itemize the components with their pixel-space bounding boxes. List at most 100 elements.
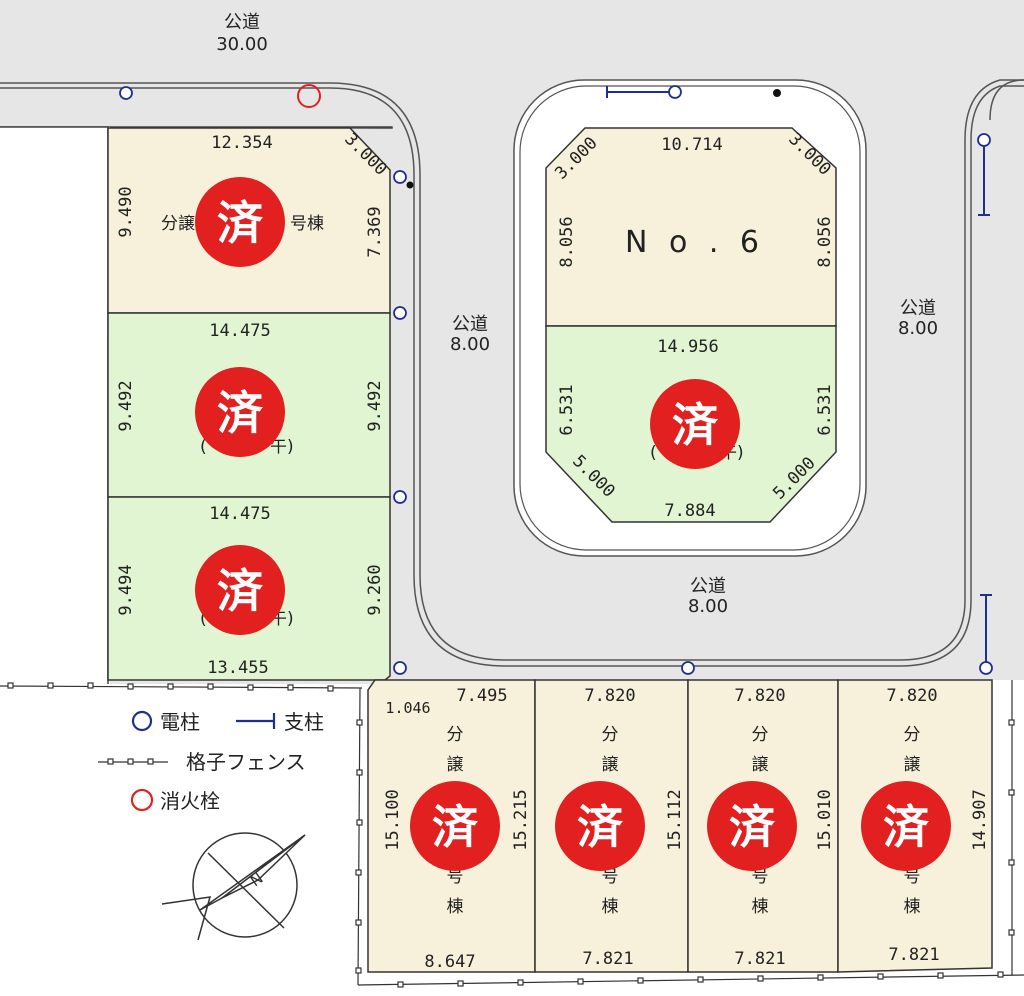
lot-b1-char3: 号 — [447, 867, 464, 887]
sold-badge: 済 — [650, 379, 740, 469]
compass-icon — [161, 832, 306, 941]
road-right-name: 公道 — [900, 298, 936, 319]
legend-hydrant-label: 消火栓 — [160, 789, 220, 813]
sold-badge-text: 済 — [729, 800, 776, 854]
sold-badge-text: 済 — [883, 800, 930, 854]
lot-b4-char1: 分 — [904, 725, 921, 745]
lattice-fence-left — [0, 682, 363, 692]
road-top-name: 公道 — [224, 12, 260, 33]
lot-b1-top-dim: 7.495 — [456, 686, 507, 706]
lattice-fence-lot-left — [355, 687, 363, 986]
road-middle-width: 8.00 — [450, 334, 490, 355]
pole-icon — [681, 661, 695, 675]
pole-icon — [977, 133, 991, 147]
lot-a2-note-right: 午) — [270, 437, 294, 457]
lot-b1-right-dim: 15.215 — [511, 789, 531, 850]
road-middle-name: 公道 — [452, 314, 488, 335]
lot-a2-right-dim: 9.492 — [365, 380, 385, 431]
road-curb-inner — [0, 85, 1024, 667]
legend-hydrant-icon — [130, 788, 154, 812]
lot-a3-right-dim: 9.260 — [365, 564, 385, 615]
sold-badge-text: 済 — [432, 800, 479, 854]
pole-icon — [668, 85, 682, 99]
utility-poles — [119, 85, 993, 675]
lot-b2-char1: 分 — [602, 725, 619, 745]
lot-b3-bottom-dim: 7.821 — [734, 949, 785, 969]
lot-b2-right-dim: 15.112 — [665, 789, 685, 850]
lot-b1-bottom-dim: 8.647 — [424, 952, 475, 972]
lot-a3-left-dim: 9.494 — [116, 564, 136, 615]
sold-badge-text: 済 — [217, 564, 264, 618]
marker-dot-icon — [773, 89, 781, 97]
sold-badge-text: 済 — [672, 398, 719, 452]
lot-no6-name: N o . 6 — [625, 225, 765, 260]
lot-b4-char3: 号 — [904, 867, 921, 887]
pole-icon — [393, 306, 407, 320]
lot-no6-left-dim: 8.056 — [557, 216, 577, 267]
lattice-fence-bottom — [357, 971, 1024, 988]
lot-b4-right-dim: 14.907 — [970, 789, 990, 850]
lot-a1-suffix: 号棟 — [290, 214, 324, 234]
sold-badge-text: 済 — [217, 386, 264, 440]
sold-badge: 済 — [707, 781, 797, 871]
sold-badge-text: 済 — [217, 196, 264, 250]
fire-hydrant-icon — [297, 84, 321, 108]
pole-icon — [393, 661, 407, 675]
legend-support-icon — [236, 713, 276, 729]
lot-no6-top-dim: 10.714 — [661, 135, 722, 155]
lot-b3-char4: 棟 — [752, 897, 769, 917]
sold-badge: 済 — [410, 781, 500, 871]
legend-support-label: 支柱 — [284, 710, 324, 734]
adjacent-land-area — [0, 127, 110, 684]
road-curb-right-top — [989, 79, 1024, 121]
lot-b1-char2: 譲 — [447, 755, 464, 775]
lattice-fence-right — [1008, 680, 1015, 975]
lot-island-bottom-dim: 7.884 — [664, 501, 715, 521]
lot-b4-top-dim: 7.820 — [886, 686, 937, 706]
sold-badge: 済 — [195, 177, 285, 267]
sold-badge: 済 — [195, 367, 285, 457]
lot-island-right-dim: 6.531 — [815, 384, 835, 435]
lot-a1-right-dim: 7.369 — [365, 206, 385, 257]
marker-dot-icon — [406, 181, 414, 189]
sold-badge: 済 — [555, 781, 645, 871]
pole-icon — [119, 86, 133, 100]
lot-island-top-dim: 14.956 — [657, 337, 718, 357]
legend-pole-icon — [131, 710, 153, 732]
pole-icon — [393, 170, 407, 184]
lot-island-left-dim: 6.531 — [557, 384, 577, 435]
legend-fence-icon — [98, 758, 168, 765]
pole-icon — [979, 661, 993, 675]
lot-a2-left-dim: 9.492 — [116, 380, 136, 431]
lot-a1-top-dim: 12.354 — [211, 133, 272, 153]
lot-b2-char3: 号 — [602, 867, 619, 887]
road-right-width: 8.00 — [898, 318, 938, 339]
lot-b3-right-dim: 15.010 — [815, 789, 835, 850]
lot-b2-bottom-dim: 7.821 — [582, 949, 633, 969]
legend: 電柱 支柱 格子フェンス 消火栓 — [98, 710, 324, 813]
lot-island-note-left: ( — [650, 443, 657, 463]
support-poles — [606, 86, 992, 662]
lot-b1-left-dim: 15.100 — [383, 789, 403, 850]
lot-b3-char1: 分 — [752, 725, 769, 745]
road-bottom-width: 8.00 — [688, 596, 728, 617]
legend-pole-label: 電柱 — [160, 710, 200, 734]
road-top-width: 30.00 — [216, 34, 268, 55]
lot-a2-top-dim: 14.475 — [209, 321, 270, 341]
lot-b1-char4: 棟 — [447, 897, 464, 917]
lot-b1-char1: 分 — [447, 725, 464, 745]
lot-b2-char2: 譲 — [602, 755, 619, 775]
pole-icon — [393, 490, 407, 504]
lot-a3-top-dim: 14.475 — [209, 504, 270, 524]
lot-b3-top-dim: 7.820 — [734, 686, 785, 706]
lot-b2-top-dim: 7.820 — [584, 686, 635, 706]
road-bottom-name: 公道 — [690, 576, 726, 597]
lot-b1-corner-dim: 1.046 — [385, 699, 430, 717]
road-curb-top-left — [0, 79, 1024, 661]
lot-no6-right-dim: 8.056 — [815, 216, 835, 267]
lot-a3-bottom-dim: 13.455 — [207, 658, 268, 678]
lot-a1-label: 分譲 — [161, 214, 195, 234]
lot-b2-char4: 棟 — [602, 897, 619, 917]
lot-b4-char2: 譲 — [904, 755, 921, 775]
